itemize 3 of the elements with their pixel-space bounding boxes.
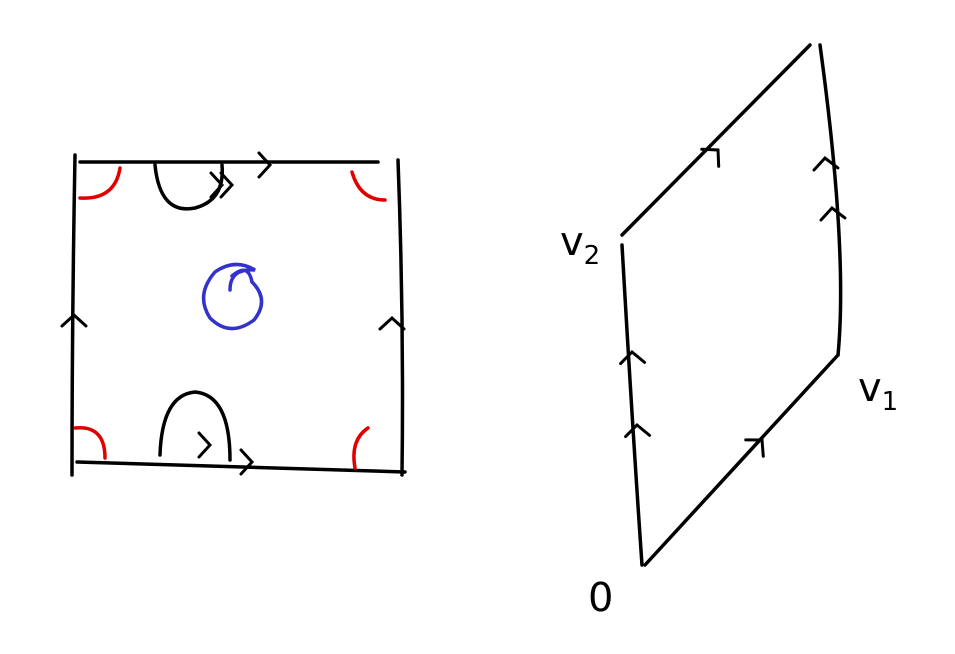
vertex-label: v$_{2}$ — [560, 222, 600, 269]
vertex-label: v$_{1}$ — [858, 368, 898, 415]
origin-label: 0 — [588, 578, 614, 618]
